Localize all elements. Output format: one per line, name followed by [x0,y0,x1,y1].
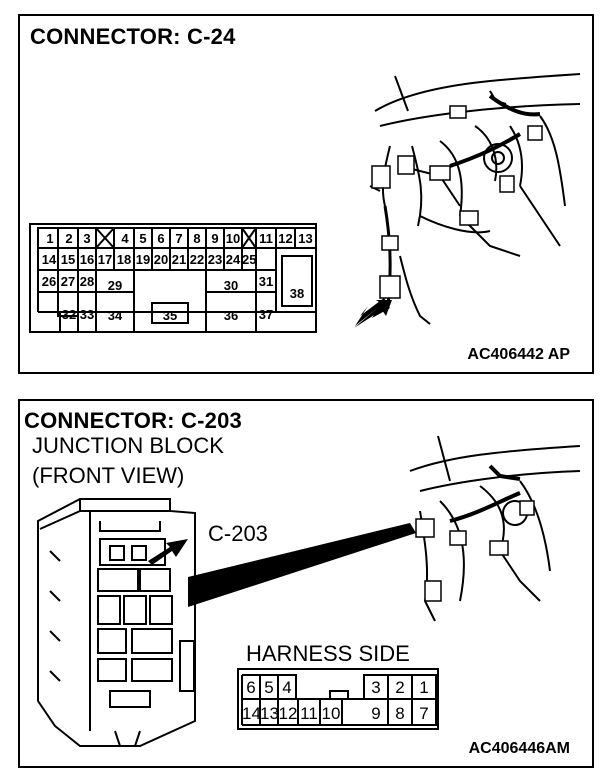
pin-label: 11 [300,704,318,723]
leader-wedge [188,523,416,607]
pin-label: 2 [395,678,405,697]
dashboard-illustration-top [354,73,581,328]
pin-label: 28 [79,274,95,289]
pin-label: 9 [371,704,381,723]
pin-label: 4 [282,678,292,697]
pin-label: 38 [289,286,305,301]
pin-label: 16 [79,252,95,267]
callout-label: C-203 [208,521,268,546]
pin-label: 18 [116,252,132,267]
pin-label: 11 [259,231,273,246]
pin-label: 15 [60,252,76,267]
pin-label: 9 [211,231,219,246]
pin-label: 23 [207,252,223,267]
pin-label: 13 [298,231,313,246]
connector-c24-panel: CONNECTOR: C-24 [18,14,594,374]
pin-label: 3 [83,231,91,246]
harness-side-label: HARNESS SIDE [246,641,410,666]
pin-label: 24 [225,252,241,267]
pin-label: 2 [65,231,73,246]
pin-label: 25 [242,252,257,267]
pin-label: 1 [46,231,54,246]
pin-label: 5 [264,678,274,697]
pin-label: 12 [278,704,298,723]
pin-label: 6 [157,231,165,246]
connector-c24-face [29,223,317,333]
pin-label: 8 [193,231,201,246]
pin-label: 37 [258,307,274,322]
pin-label: 14 [41,252,57,267]
pin-label: 4 [121,231,129,246]
pin-label: 3 [371,678,381,697]
front-view-label: (FRONT VIEW) [32,463,185,488]
pin-label: 7 [175,231,183,246]
pin-label: 21 [171,252,187,267]
junction-block-illustration [37,435,581,747]
figure-code: AC406442 AP [467,346,570,363]
pin-label: 31 [258,274,274,289]
pin-label: 35 [162,308,178,323]
pin-label: 33 [79,307,95,322]
pin-label: 20 [153,252,169,267]
pin-label: 1 [419,678,429,697]
pin-label: 30 [223,278,239,293]
pin-label: 5 [139,231,147,246]
pin-label: 12 [278,231,293,246]
panel-title: CONNECTOR: C-24 [30,24,236,49]
pin-label: 34 [107,308,123,323]
pin-label: 32 [61,307,77,322]
pointer-arrow [148,539,188,565]
pin-label: 6 [246,678,256,697]
pin-label: 22 [189,252,205,267]
connector-c203-panel: CONNECTOR: C-203 JUNCTION BLOCK (FRONT V… [18,399,594,768]
pin-label: 10 [321,704,341,723]
junction-block-label: JUNCTION BLOCK [32,433,224,458]
figure-code: AC406446AM [468,740,570,757]
pin-label: 19 [135,252,151,267]
pin-label: 36 [223,308,239,323]
pin-label: 13 [260,704,279,723]
pin-label: 17 [97,252,113,267]
pin-label: 10 [225,231,241,246]
pin-label: 29 [107,278,123,293]
pin-label: 14 [242,704,261,723]
panel-title: CONNECTOR: C-203 [24,408,242,433]
pin-label: 7 [419,704,429,723]
pin-label: 26 [41,274,57,289]
pin-label: 27 [60,274,76,289]
pin-label: 8 [395,704,405,723]
